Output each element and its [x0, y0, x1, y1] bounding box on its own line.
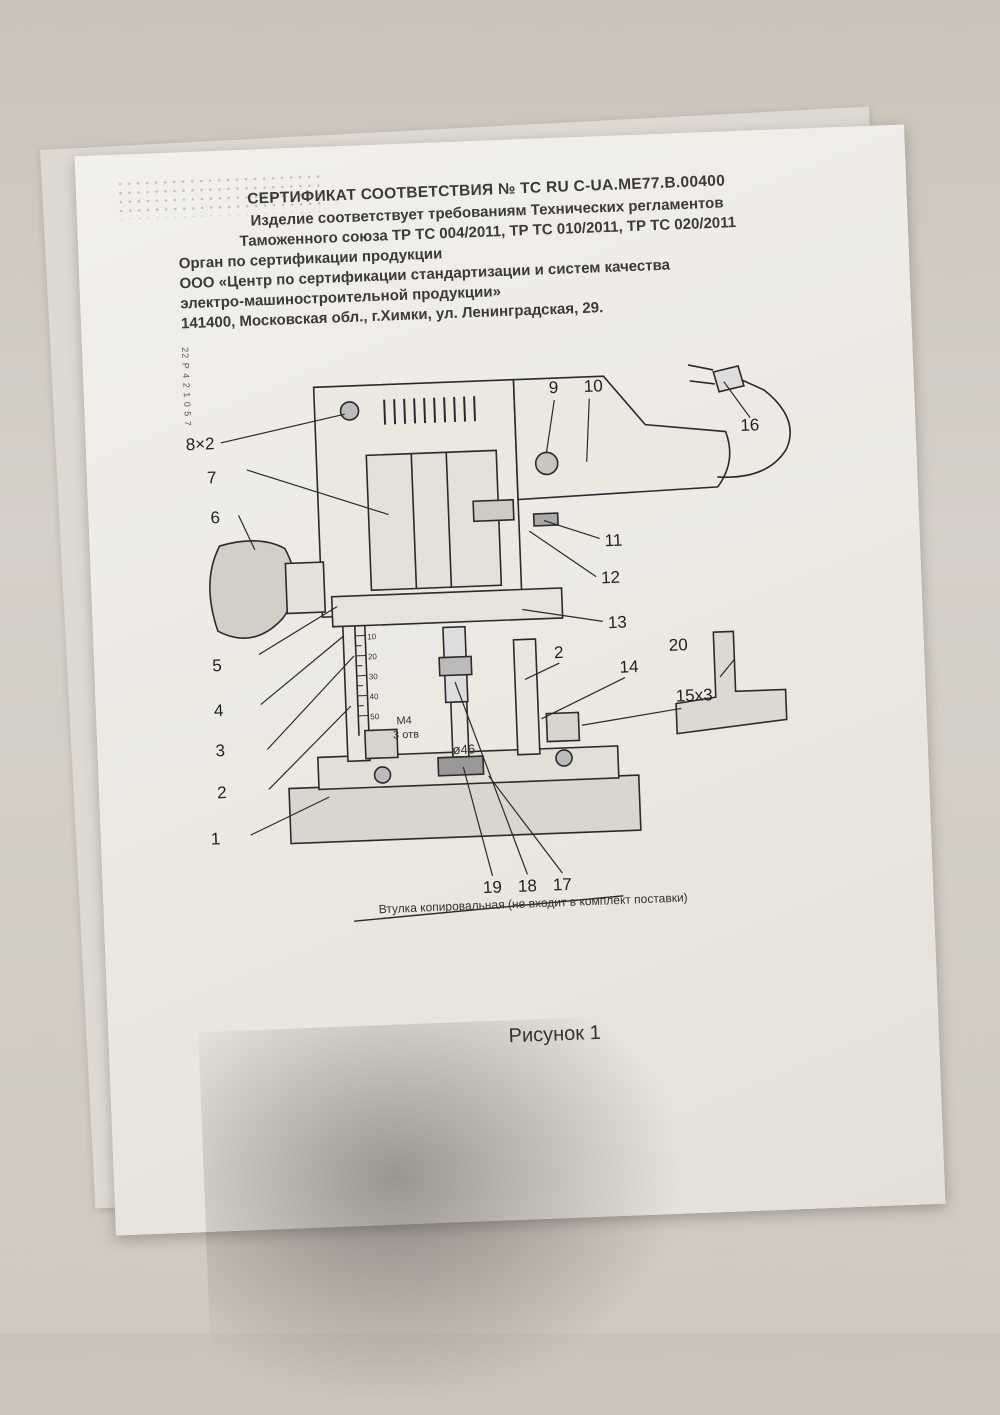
- instruction-sheet: 22 Р 4 2 1 0 5 7 СЕРТИФИКАТ СООТВЕТСТВИЯ…: [75, 124, 946, 1235]
- stop-right: [546, 712, 579, 741]
- callout-14: 14: [619, 657, 639, 677]
- callout-19: 19: [483, 877, 503, 897]
- right-column: [513, 639, 539, 755]
- switch-button: [535, 452, 558, 475]
- callout-2-right: 2: [554, 643, 564, 662]
- knob-6: [208, 539, 297, 639]
- screw-8: [340, 402, 359, 421]
- scale-tick-50: 50: [370, 712, 380, 721]
- scale-tick-10: 10: [367, 632, 377, 641]
- collet-nut: [439, 656, 472, 675]
- callout-5: 5: [212, 656, 222, 675]
- callout-4: 4: [214, 701, 224, 720]
- callout-6: 6: [210, 508, 220, 527]
- callout-2-left: 2: [217, 783, 227, 802]
- diameter-label: ø46: [452, 741, 475, 757]
- callout-11: 11: [604, 531, 622, 551]
- callout-15x3: 15x3: [675, 685, 713, 705]
- scale-tick-40: 40: [369, 692, 379, 701]
- callout-8x2: 8×2: [185, 434, 215, 454]
- callout-12: 12: [601, 568, 621, 588]
- callout-1: 1: [211, 829, 221, 848]
- parallel-guide: [673, 629, 787, 733]
- holes-label: 3 отв: [393, 729, 420, 742]
- scale-tick-30: 30: [369, 672, 379, 681]
- router-diagram: 8×2 7 6 5 4 3 2 1 9 10 16 11 12 13 2 14 …: [75, 124, 946, 1235]
- callout-10: 10: [583, 376, 603, 396]
- copy-bushing: [438, 756, 484, 776]
- callout-7: 7: [207, 468, 217, 487]
- callout-18: 18: [518, 876, 538, 896]
- callout-3: 3: [215, 741, 225, 760]
- callout-20: 20: [668, 635, 688, 655]
- callout-13: 13: [608, 612, 628, 632]
- callout-9: 9: [548, 378, 558, 397]
- m4-label: M4: [396, 715, 412, 728]
- callout-16: 16: [740, 415, 760, 435]
- handle: [513, 371, 731, 499]
- callout-17: 17: [553, 875, 573, 895]
- figure-caption: Рисунок 1: [508, 1022, 601, 1049]
- scale-tick-20: 20: [368, 652, 378, 661]
- depth-wheel: [473, 500, 514, 522]
